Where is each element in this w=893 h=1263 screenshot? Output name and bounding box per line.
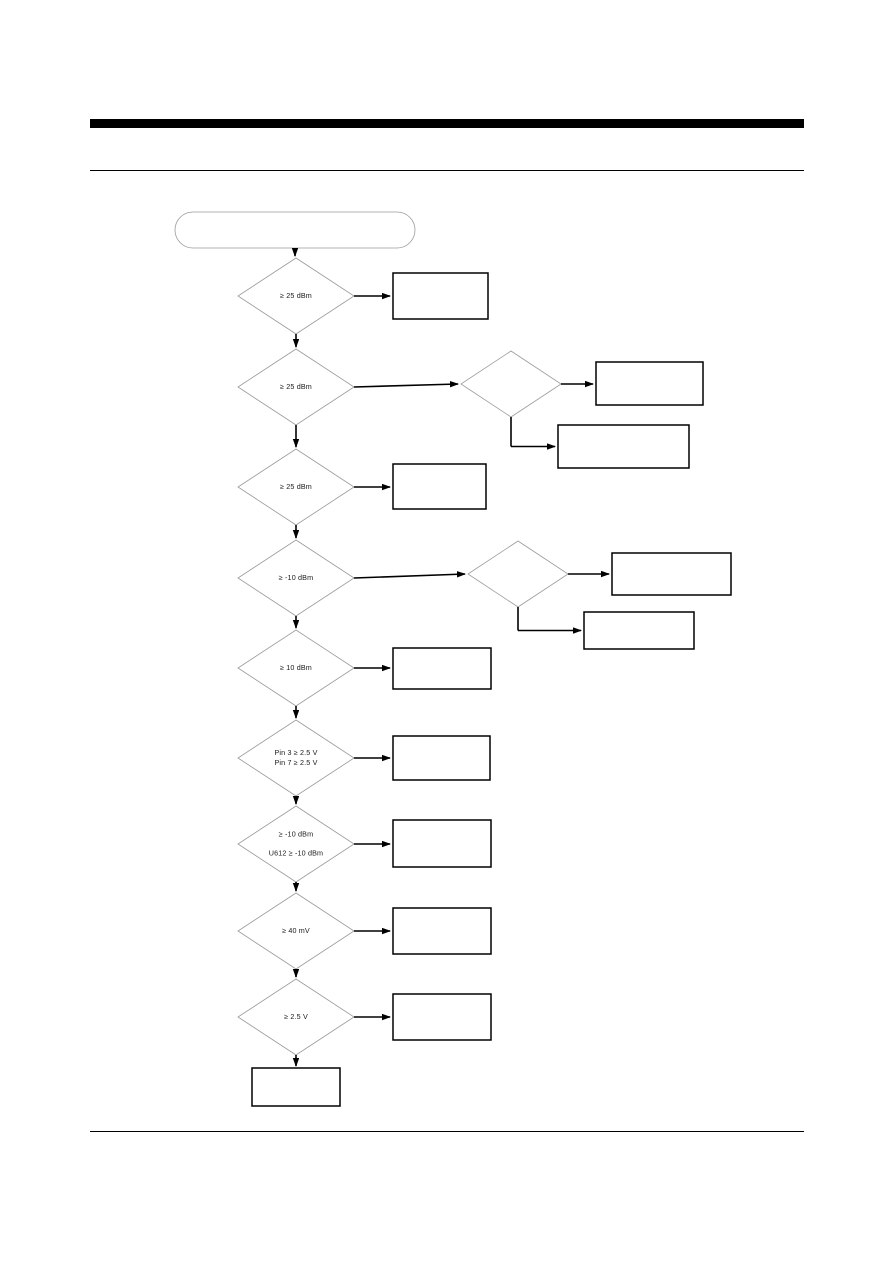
result-box-d8[interactable] bbox=[392, 907, 492, 955]
decision-label-d5: ≥ 10 dBm bbox=[280, 663, 312, 672]
result-box-d7[interactable] bbox=[392, 819, 492, 868]
header-bar bbox=[90, 119, 804, 128]
end-box[interactable] bbox=[251, 1067, 341, 1107]
decision-label-d1: ≥ 25 dBm bbox=[280, 291, 312, 300]
decision-label-d4: ≥ -10 dBm bbox=[279, 573, 313, 582]
result-box-d5[interactable] bbox=[392, 647, 492, 690]
footer-rule bbox=[90, 1131, 804, 1132]
result-box-d6[interactable] bbox=[392, 735, 491, 781]
result-box-d4s-no[interactable] bbox=[583, 611, 695, 650]
result-box-d1[interactable] bbox=[392, 272, 489, 320]
result-box-d4s-yes[interactable] bbox=[611, 552, 732, 596]
connector-d4-to-d4s bbox=[353, 571, 466, 579]
connector-d2-to-d2s bbox=[353, 381, 459, 388]
decision-label-d3: ≥ 25 dBm bbox=[280, 482, 312, 491]
result-box-d2s-no[interactable] bbox=[557, 424, 690, 469]
decision-label-d9: ≥ 2.5 V bbox=[284, 1012, 308, 1021]
decision-d7[interactable] bbox=[237, 805, 355, 883]
decision-label-d8: ≥ 40 mV bbox=[282, 926, 310, 935]
header-rule bbox=[90, 170, 804, 171]
decision-d2s[interactable] bbox=[460, 350, 562, 418]
decision-label-d2: ≥ 25 dBm bbox=[280, 382, 312, 391]
start-terminator[interactable] bbox=[174, 211, 416, 249]
result-box-d3[interactable] bbox=[392, 463, 487, 510]
decision-d4s[interactable] bbox=[467, 540, 569, 608]
result-box-d9[interactable] bbox=[392, 993, 492, 1041]
result-box-d2s-yes[interactable] bbox=[595, 361, 704, 406]
